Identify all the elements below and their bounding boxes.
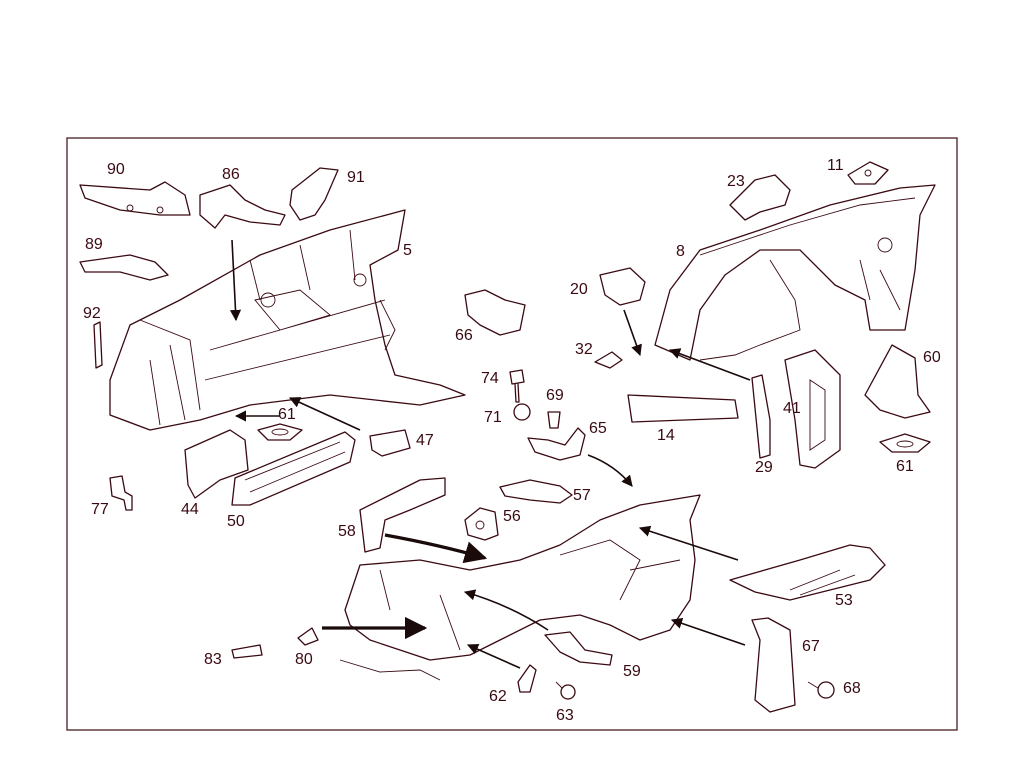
callout-74: 74 — [481, 370, 499, 387]
bracket-57-drawing — [499, 479, 573, 504]
part-50-drawing — [231, 431, 356, 506]
bracket-66-drawing — [464, 289, 526, 336]
callout-60: 60 — [923, 349, 941, 366]
bracket-77-drawing — [109, 475, 133, 511]
callout-50: 50 — [227, 513, 245, 530]
part-20-drawing — [599, 267, 646, 306]
pointer-arrows — [229, 239, 751, 669]
bracket-91-drawing — [289, 167, 339, 221]
bolt-74-drawing — [509, 369, 525, 403]
callout-91: 91 — [347, 169, 365, 186]
part-60-drawing — [864, 344, 931, 419]
left-front-structure-drawing — [109, 209, 466, 431]
lower-front-structure-drawing — [339, 494, 701, 681]
bracket-80-drawing — [297, 627, 319, 646]
callout-56: 56 — [503, 508, 521, 525]
bracket-62-drawing — [517, 664, 537, 693]
callout-20: 20 — [570, 281, 588, 298]
part-14-drawing — [627, 394, 739, 423]
callout-44: 44 — [181, 501, 199, 518]
part-53-drawing — [729, 544, 886, 601]
callout-61-left: 61 — [278, 406, 296, 423]
part-11-drawing — [847, 161, 889, 185]
part-61-left-drawing — [257, 423, 303, 441]
callout-90: 90 — [107, 161, 125, 178]
callout-41: 41 — [783, 400, 801, 417]
callout-32: 32 — [575, 341, 593, 358]
callout-77: 77 — [91, 501, 109, 518]
part-44-drawing — [184, 429, 249, 499]
sleeve-69-drawing — [547, 411, 561, 429]
part-61-right-drawing — [879, 433, 931, 453]
bracket-67-drawing — [751, 617, 796, 713]
bolt-83-drawing — [231, 644, 263, 659]
callout-61-right: 61 — [896, 458, 914, 475]
callout-53: 53 — [835, 592, 853, 609]
clip-68-drawing — [807, 681, 835, 699]
callout-83: 83 — [204, 651, 222, 668]
callout-47: 47 — [416, 432, 434, 449]
right-wheelhouse-drawing — [654, 184, 936, 361]
callout-14: 14 — [657, 427, 675, 444]
callout-69: 69 — [546, 387, 564, 404]
callout-89: 89 — [85, 236, 103, 253]
bracket-92-drawing — [93, 321, 103, 369]
callout-8: 8 — [676, 243, 685, 260]
callout-86: 86 — [222, 166, 240, 183]
callout-5: 5 — [403, 242, 412, 259]
bracket-23-drawing — [729, 174, 791, 221]
callout-11: 11 — [827, 157, 844, 174]
callout-59: 59 — [623, 663, 641, 680]
callout-62: 62 — [489, 688, 507, 705]
bracket-86-drawing — [199, 184, 286, 229]
bracket-58-drawing — [359, 477, 446, 553]
callout-65: 65 — [589, 420, 607, 437]
callout-92: 92 — [83, 305, 101, 322]
screw-63-drawing — [555, 681, 576, 700]
diagram-frame — [66, 137, 958, 731]
callout-67: 67 — [802, 638, 820, 655]
callout-57: 57 — [573, 487, 591, 504]
part-41-drawing — [784, 349, 841, 469]
bracket-65-drawing — [527, 427, 586, 461]
bracket-56-drawing — [464, 507, 499, 541]
callout-58: 58 — [338, 523, 356, 540]
bracket-59-drawing — [544, 631, 613, 666]
bracket-90-drawing — [79, 181, 191, 216]
part-32-drawing — [594, 351, 623, 369]
part-29-drawing — [751, 374, 771, 459]
callout-66: 66 — [455, 327, 473, 344]
callout-63: 63 — [556, 707, 574, 724]
callout-23: 23 — [727, 173, 745, 190]
clip-71-drawing — [513, 403, 531, 421]
bracket-47-drawing — [369, 429, 411, 457]
callout-68: 68 — [843, 680, 861, 697]
bracket-89-drawing — [79, 254, 169, 281]
callout-80: 80 — [295, 651, 313, 668]
callout-71: 71 — [484, 409, 502, 426]
callout-29: 29 — [755, 459, 773, 476]
